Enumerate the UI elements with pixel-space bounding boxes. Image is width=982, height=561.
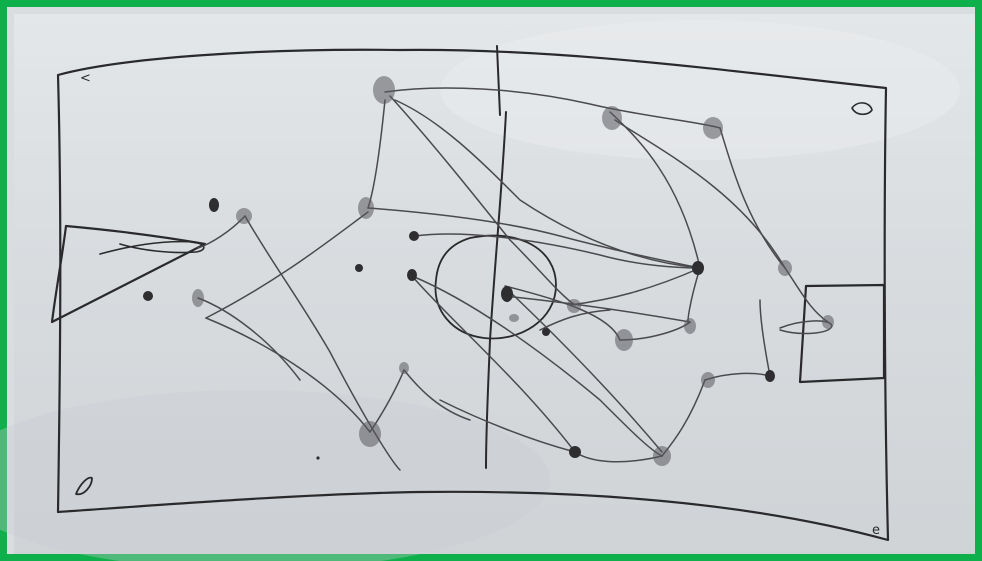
player-mark (509, 314, 519, 322)
left-goal-scribble (100, 242, 204, 254)
player-mark (765, 370, 775, 382)
player-mark (355, 264, 363, 272)
player-mark (373, 76, 395, 104)
player-mark (358, 197, 374, 219)
player-mark (542, 328, 550, 336)
player-mark (501, 286, 513, 302)
player-mark (399, 362, 409, 374)
stray-dot (316, 456, 319, 459)
player-mark (236, 208, 252, 224)
player-mark (192, 289, 204, 307)
player-mark (653, 446, 671, 466)
left-goal (52, 226, 205, 322)
corner-mark-top-left: < (80, 71, 91, 86)
player-mark (703, 117, 723, 139)
corner-mark-bottom-right: e (872, 523, 880, 538)
player-mark (209, 198, 219, 212)
player-mark (778, 260, 792, 276)
player-mark (701, 372, 715, 388)
player-mark (692, 261, 704, 275)
player-mark (359, 421, 381, 447)
player-mark (602, 106, 622, 130)
player-mark (567, 299, 581, 313)
player-mark (822, 315, 834, 329)
player-mark (143, 291, 153, 301)
paper-highlight (440, 20, 960, 160)
player-mark (615, 329, 633, 351)
paper-shadow (0, 390, 550, 561)
player-mark (569, 446, 581, 458)
player-mark (409, 231, 419, 241)
player-mark (684, 318, 696, 334)
player-mark (407, 269, 417, 281)
